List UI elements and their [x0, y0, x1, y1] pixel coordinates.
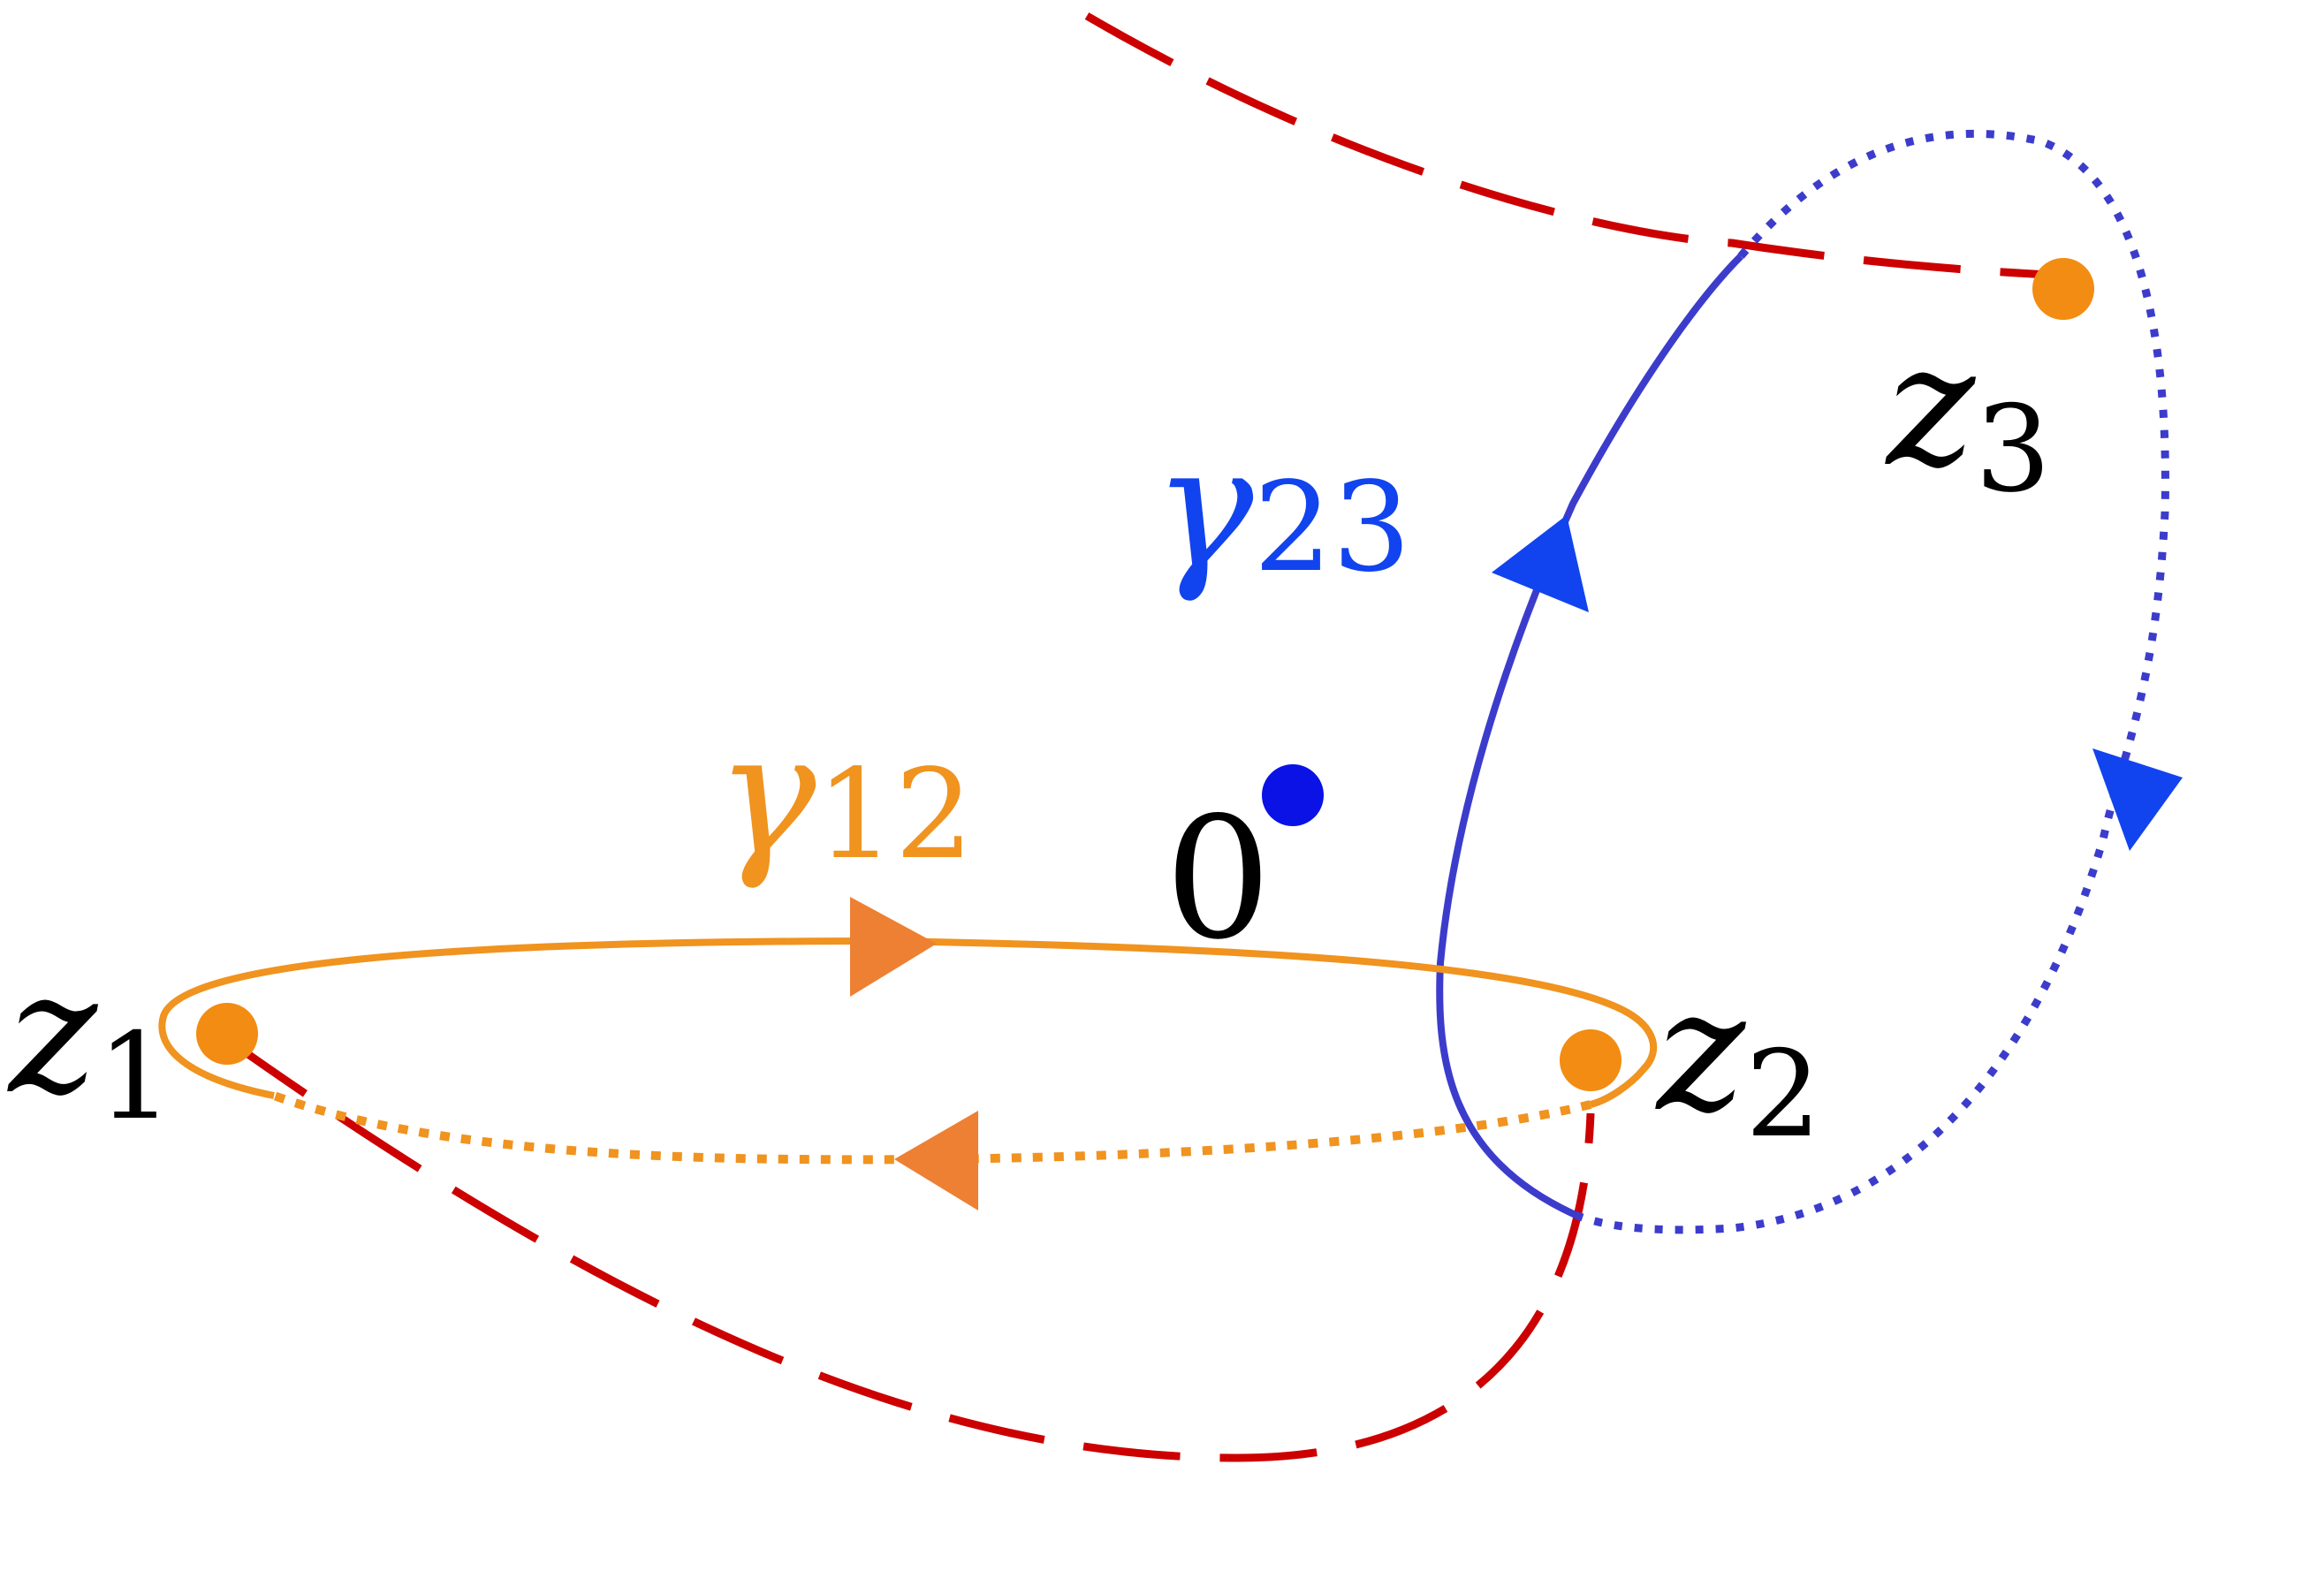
z3-point: [2032, 258, 2094, 320]
gamma12-contour: [158, 897, 1658, 1211]
z2-point: [1560, 1029, 1621, 1091]
gamma12-solid-path: [158, 937, 1658, 1108]
points: [196, 258, 2094, 1091]
gamma23-arrow-up-icon: [1492, 515, 1589, 612]
gamma23-solid-path: [1436, 254, 1743, 1218]
gamma12-arrow-left-icon: [894, 1111, 978, 1211]
gamma12-arrow-right-icon: [850, 897, 937, 997]
gamma23-contour: [1436, 129, 2183, 1234]
gamma23-label: γ23: [1153, 410, 1411, 605]
z1-label: z1: [7, 936, 173, 1146]
labels: z1 z2 z3 0 γ12 γ23: [7, 308, 2051, 1164]
z3-label: z3: [1885, 308, 2051, 519]
gamma23-arrow-down-icon: [2092, 748, 2183, 851]
gamma12-dotted-path: [272, 1091, 1592, 1165]
origin-point: [1262, 764, 1324, 826]
origin-label: 0: [1165, 781, 1272, 976]
branch-cuts: [223, 12, 2064, 1462]
z1-point: [196, 1003, 258, 1065]
gamma12-label: γ12: [716, 697, 974, 892]
branch-cut-lower: [223, 1035, 1595, 1462]
z2-label: z2: [1655, 953, 1821, 1164]
branch-cut-upper: [1084, 12, 2064, 280]
